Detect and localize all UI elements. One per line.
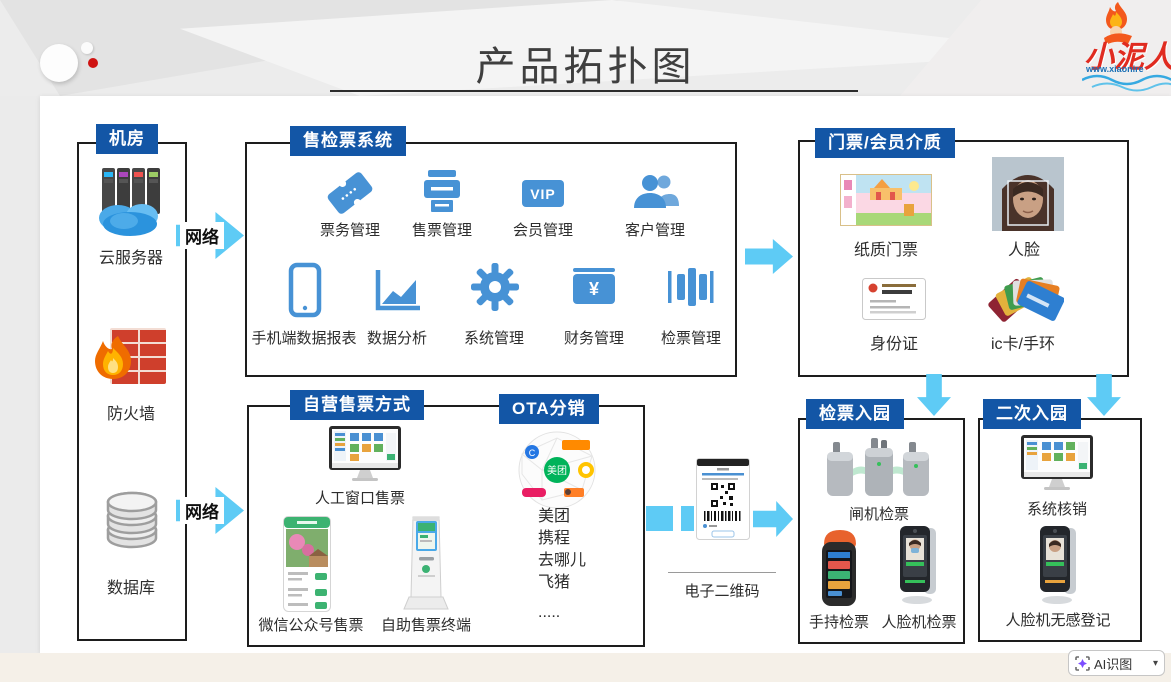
- network-label-bottom: 网络: [180, 497, 224, 524]
- meituan-logo-text: 美团: [547, 464, 567, 477]
- turnstile-bars-icon: [666, 264, 716, 315]
- ai-vision-button-label: AI识图: [1094, 656, 1133, 672]
- bottom-strip: [0, 653, 1171, 682]
- finance-icon: ¥: [573, 268, 615, 304]
- svg-text:C: C: [529, 448, 536, 458]
- flow-segment-1: [646, 506, 673, 531]
- face-machine-register-image: [1034, 522, 1082, 611]
- ota-item-more: .....: [538, 604, 561, 621]
- flame-mascot-icon: [1096, 2, 1142, 51]
- second-entry-title: 二次入园: [983, 399, 1081, 429]
- face-machine-image: [894, 522, 942, 611]
- self-kiosk-label: 自助售票终端: [380, 617, 472, 634]
- title-underline: [330, 90, 858, 92]
- media-box-title: 门票/会员介质: [815, 128, 955, 158]
- id-card-image: [862, 278, 926, 325]
- turnstile-gates-image: [825, 436, 935, 505]
- ota-item: 携程: [538, 530, 571, 547]
- network-label-top: 网络: [180, 222, 224, 249]
- ota-title: OTA分销: [499, 394, 599, 424]
- face-label: 人脸: [1007, 242, 1041, 259]
- eticket-divider: [668, 572, 776, 573]
- system-verify-label: 系统核销: [1026, 501, 1088, 518]
- ticket-mgmt-label: 票务管理: [319, 222, 381, 239]
- decoration-circle-small: [81, 42, 93, 54]
- kiosk-image: [398, 505, 454, 618]
- ticket-icon: [326, 170, 374, 221]
- page-title: 产品拓扑图: [475, 45, 696, 89]
- chevron-down-icon[interactable]: ▾: [1152, 657, 1158, 669]
- ota-platform-list: 美团 携程 去哪儿 飞猪 .....: [538, 506, 586, 624]
- data-analysis-label: 数据分析: [366, 330, 428, 347]
- verification-desktop-image: [1019, 433, 1095, 496]
- eticket-label: 电子二维码: [684, 583, 760, 600]
- ota-item: 美团: [538, 508, 571, 525]
- machine-room-title: 机房: [96, 124, 158, 154]
- brand-name: 小泥人: [1084, 41, 1171, 74]
- mobile-report-label: 手机端数据报表: [251, 330, 357, 347]
- handheld-check-label: 手持检票: [808, 614, 870, 631]
- vip-icon: VIP: [522, 180, 564, 207]
- ota-item: 飞猪: [538, 574, 571, 591]
- firewall-image: [95, 324, 170, 388]
- paper-ticket-image: [840, 174, 932, 231]
- firewall-label: 防火墙: [106, 406, 156, 423]
- ota-globe-image: C 美团: [512, 430, 602, 515]
- database-label: 数据库: [106, 580, 156, 597]
- gear-icon: [470, 262, 520, 317]
- gate-check-label: 闸机检票: [848, 506, 910, 523]
- customer-mgmt-label: 客户管理: [624, 222, 686, 239]
- wave-decoration: [1082, 72, 1171, 94]
- vip-icon-text: VIP: [522, 180, 564, 207]
- decoration-circle-large: [40, 44, 78, 82]
- manual-window-label: 人工窗口售票: [314, 490, 406, 507]
- cloud-server-image: [94, 166, 168, 243]
- wechat-phone-image: [283, 516, 331, 617]
- ota-item: 去哪儿: [538, 552, 587, 569]
- cloud-server-label: 云服务器: [98, 250, 164, 267]
- ticket-sales-mgmt-label: 售票管理: [411, 222, 473, 239]
- self-sales-title: 自营售票方式: [290, 390, 424, 420]
- decoration-red-dot: [88, 58, 98, 68]
- finance-mgmt-label: 财务管理: [563, 330, 625, 347]
- id-card-label: 身份证: [869, 336, 919, 353]
- system-mgmt-label: 系统管理: [463, 330, 525, 347]
- gate-entry-title: 检票入园: [806, 399, 904, 429]
- paper-ticket-label: 纸质门票: [853, 242, 919, 259]
- finance-icon-symbol: ¥: [573, 274, 615, 304]
- qr-phone-image: [696, 458, 750, 545]
- wechat-sales-label: 微信公众号售票: [258, 617, 364, 634]
- ic-card-label: ic卡/手环: [990, 336, 1056, 353]
- handheld-device-image: [812, 522, 864, 615]
- face-machine-check-label: 人脸机检票: [881, 614, 957, 631]
- brand-logo: 小泥人 www.xiaonire: [1082, 2, 1171, 94]
- ai-vision-button[interactable]: AI识图 ▾: [1068, 650, 1165, 676]
- face-photo-image: [992, 157, 1064, 236]
- ai-scan-sparkle-icon: [1075, 655, 1090, 671]
- analytics-icon: [372, 266, 424, 319]
- desktop-pos-image: [327, 424, 403, 487]
- check-mgmt-label: 检票管理: [660, 330, 722, 347]
- customers-icon: [631, 170, 679, 217]
- brand-url: www.xiaonire: [1086, 64, 1144, 74]
- flow-segment-2: [681, 506, 694, 531]
- mobile-phone-icon: [288, 262, 322, 323]
- printer-icon: [419, 168, 465, 221]
- ic-cards-image: [986, 270, 1065, 335]
- ticketing-system-title: 售检票系统: [290, 126, 406, 156]
- database-image: [94, 482, 170, 567]
- face-register-label: 人脸机无感登记: [1005, 612, 1111, 629]
- member-mgmt-label: 会员管理: [512, 222, 574, 239]
